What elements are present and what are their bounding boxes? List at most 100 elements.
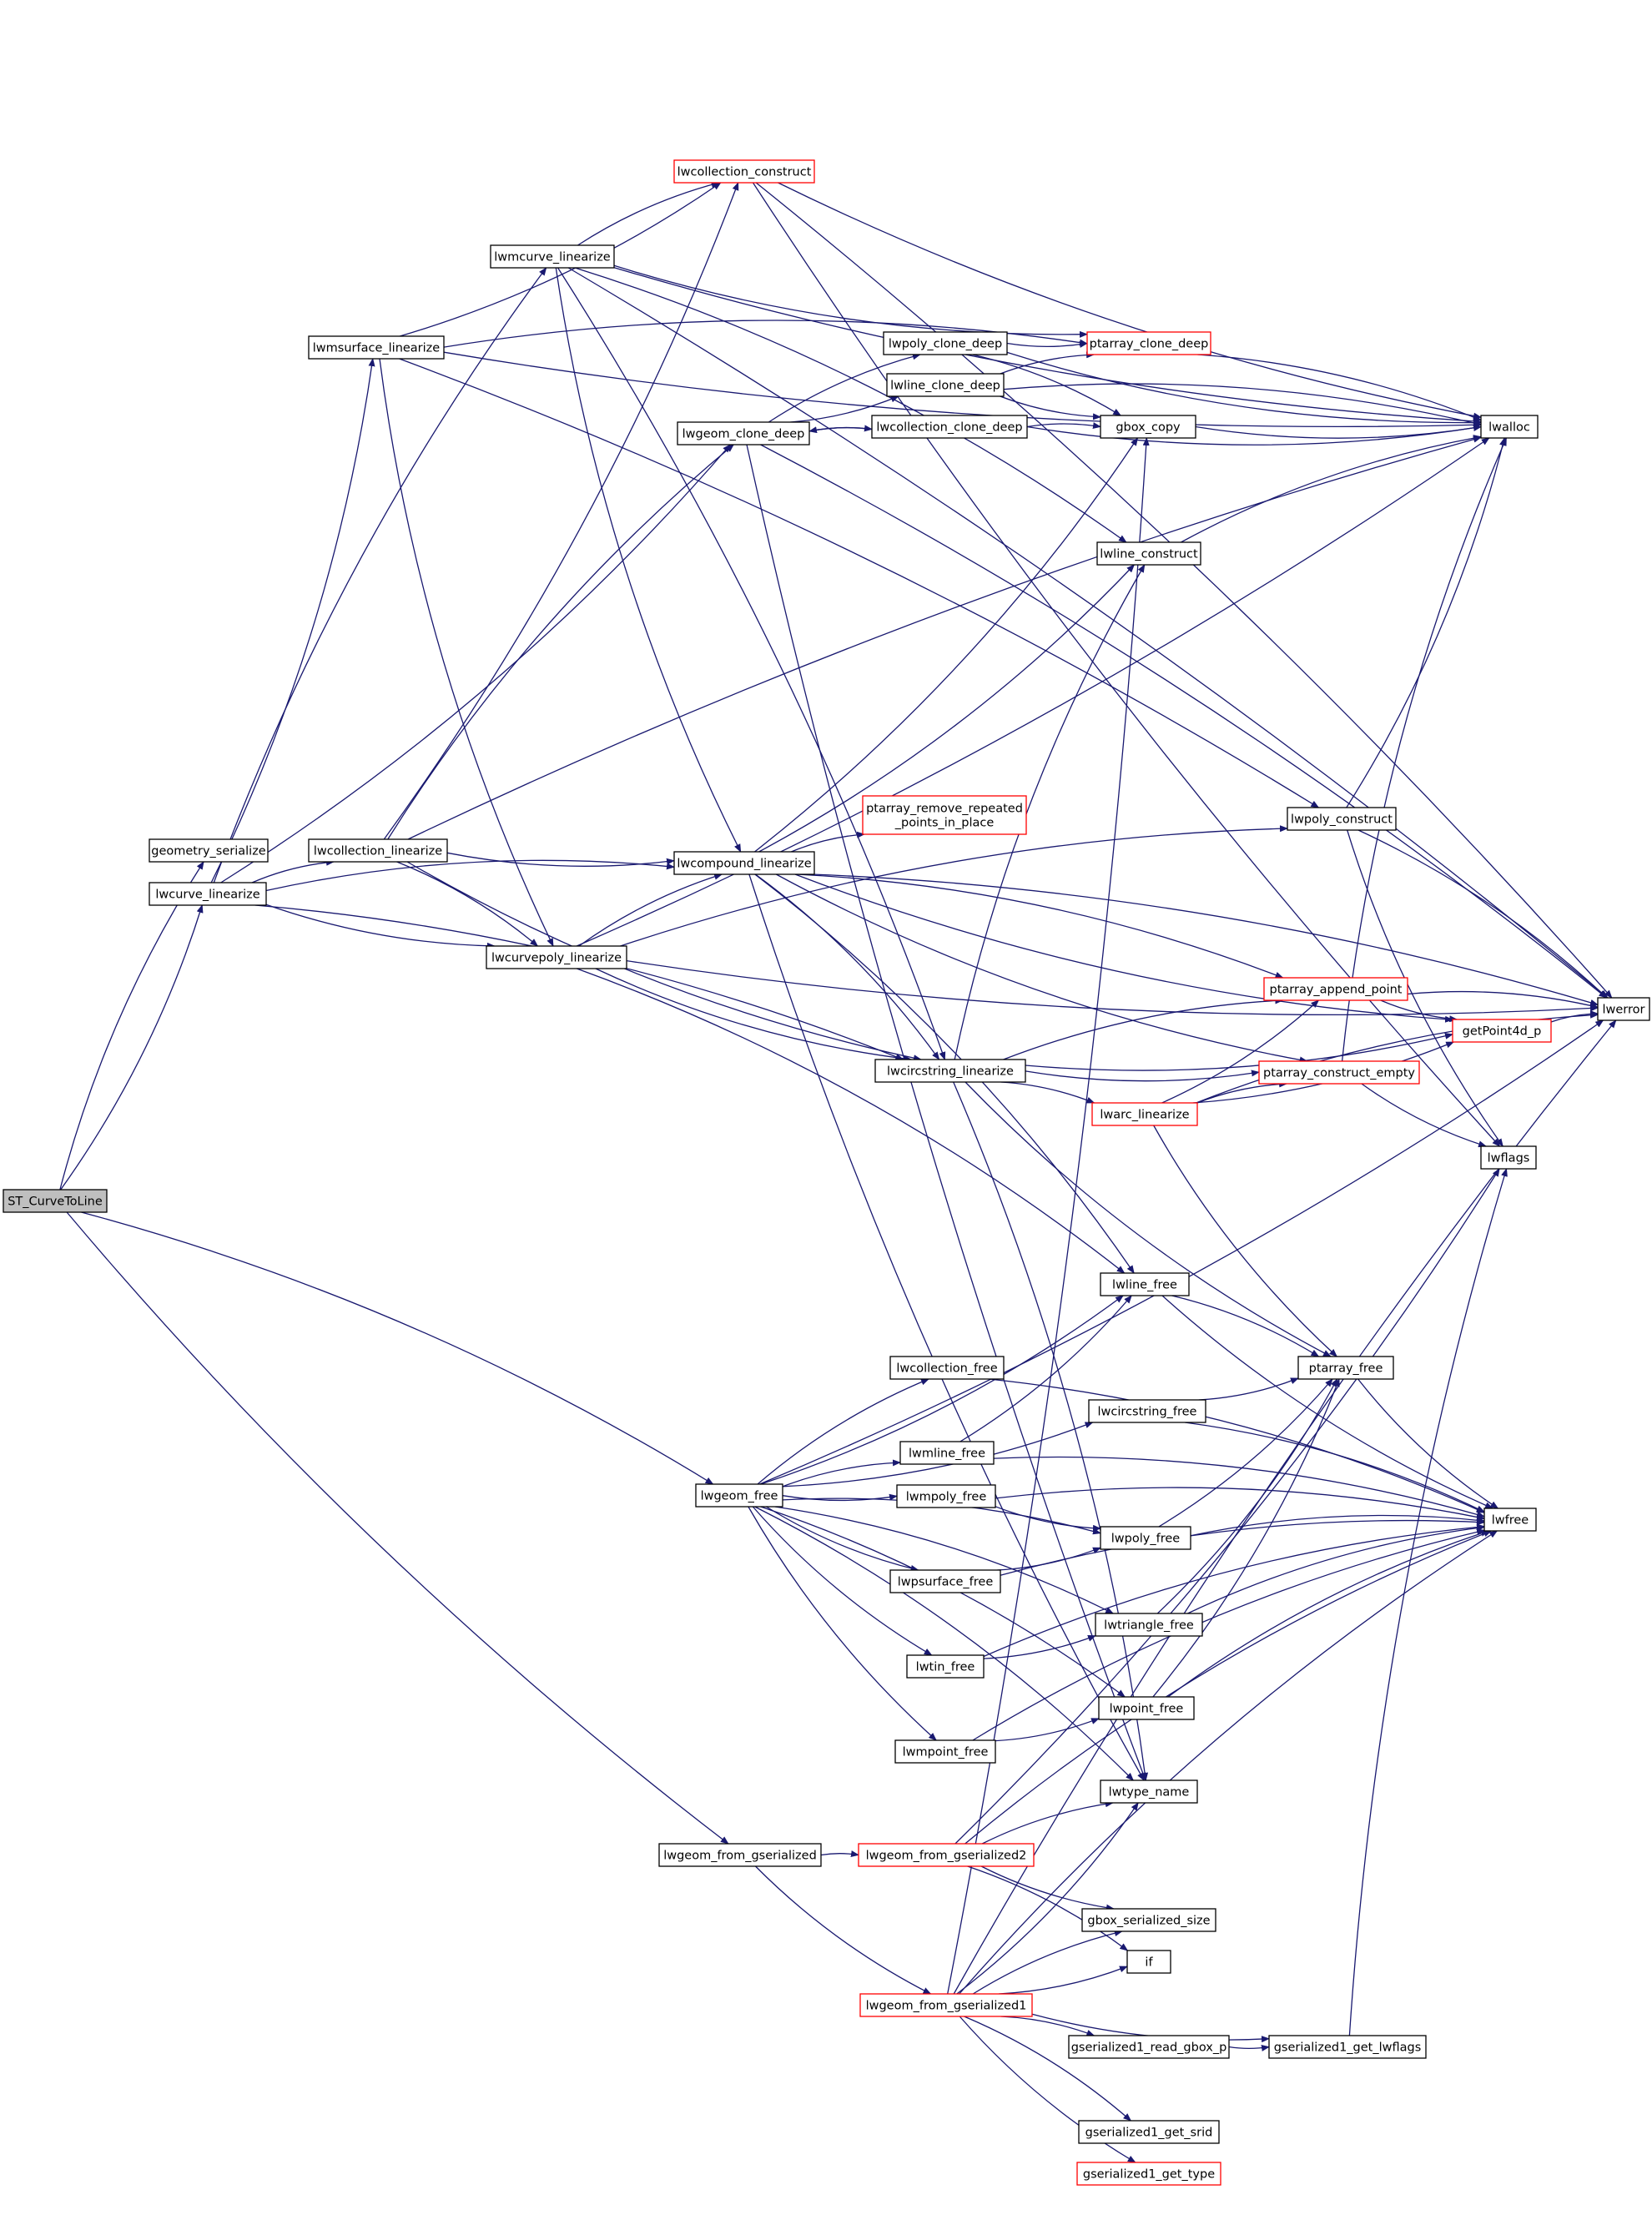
node-gbox_copy[interactable]: gbox_copy (1100, 415, 1196, 439)
node-lwgeom_from_gserialized2[interactable]: lwgeom_from_gserialized2 (858, 1843, 1035, 1867)
node-box[interactable] (871, 415, 1028, 439)
node-lwcollection_construct[interactable]: lwcollection_construct (673, 159, 815, 184)
node-box[interactable] (695, 1483, 783, 1508)
node-gserialized1_get_type[interactable]: gserialized1_get_type (1076, 2162, 1221, 2186)
node-box[interactable] (874, 1059, 1026, 1083)
node-box[interactable] (1452, 1019, 1552, 1043)
node-box[interactable] (1263, 977, 1408, 1001)
node-getPoint4d_p[interactable]: getPoint4d_p (1452, 1019, 1552, 1043)
node-lwtype_name[interactable]: lwtype_name (1100, 1779, 1198, 1804)
node-lwgeom_from_gserialized[interactable]: lwgeom_from_gserialized (658, 1843, 822, 1867)
node-box[interactable] (1081, 1908, 1216, 1932)
node-lwmpoly_free[interactable]: lwmpoly_free (896, 1484, 996, 1508)
node-box[interactable] (1480, 1145, 1537, 1170)
node-box[interactable] (1078, 2120, 1220, 2144)
node-box[interactable] (308, 335, 445, 360)
node-box[interactable] (1258, 1060, 1420, 1085)
node-gserialized1_get_lwflags[interactable]: gserialized1_get_lwflags (1268, 2035, 1427, 2059)
node-box[interactable] (1086, 331, 1211, 355)
node-box[interactable] (859, 1993, 1033, 2017)
node-box[interactable] (1096, 541, 1201, 566)
node-box[interactable] (1098, 1696, 1195, 1720)
node-box[interactable] (149, 838, 269, 863)
node-lwmsurface_linearize[interactable]: lwmsurface_linearize (308, 335, 445, 360)
node-box[interactable] (1076, 2162, 1221, 2186)
node-box[interactable] (1091, 1102, 1198, 1126)
node-box[interactable] (906, 1654, 985, 1679)
node-lwline_free[interactable]: lwline_free (1100, 1272, 1190, 1296)
node-lwfree[interactable]: lwfree (1483, 1508, 1537, 1532)
node-box[interactable] (486, 945, 627, 969)
node-lwpoint_free[interactable]: lwpoint_free (1098, 1696, 1195, 1720)
node-lwcurve_linearize[interactable]: lwcurve_linearize (149, 882, 267, 906)
node-box[interactable] (1100, 1526, 1191, 1550)
node-lwtriangle_free[interactable]: lwtriangle_free (1095, 1613, 1203, 1637)
node-box[interactable] (883, 331, 1008, 355)
node-lwerror[interactable]: lwerror (1597, 997, 1650, 1021)
node-box[interactable] (858, 1843, 1035, 1867)
node-box[interactable] (673, 159, 815, 184)
node-lwflags[interactable]: lwflags (1480, 1145, 1537, 1170)
node-ptarray_free[interactable]: ptarray_free (1297, 1356, 1394, 1380)
node-box[interactable] (1068, 2035, 1230, 2059)
node-box[interactable] (490, 244, 615, 269)
node-lwcurvepoly_linearize[interactable]: lwcurvepoly_linearize (486, 945, 627, 969)
node-lwarc_linearize[interactable]: lwarc_linearize (1091, 1102, 1198, 1126)
node-box[interactable] (899, 1441, 995, 1465)
node-box[interactable] (889, 1356, 1005, 1380)
node-box[interactable] (658, 1843, 822, 1867)
node-box[interactable] (1100, 415, 1196, 439)
node-box[interactable] (1297, 1356, 1394, 1380)
node-lwcollection_clone_deep[interactable]: lwcollection_clone_deep (871, 415, 1028, 439)
node-box[interactable] (862, 795, 1027, 835)
node-lwgeom_free[interactable]: lwgeom_free (695, 1483, 783, 1508)
node-lwline_clone_deep[interactable]: lwline_clone_deep (886, 373, 1005, 397)
node-if[interactable]: if (1126, 1950, 1171, 1974)
node-gserialized1_get_srid[interactable]: gserialized1_get_srid (1078, 2120, 1220, 2144)
node-box[interactable] (1597, 997, 1650, 1021)
node-box[interactable] (1095, 1613, 1203, 1637)
node-box[interactable] (1126, 1950, 1171, 1974)
node-box[interactable] (1088, 1399, 1206, 1423)
node-lwcollection_linearize[interactable]: lwcollection_linearize (308, 838, 448, 863)
node-ptarray_clone_deep[interactable]: ptarray_clone_deep (1086, 331, 1211, 355)
node-gbox_serialized_size[interactable]: gbox_serialized_size (1081, 1908, 1216, 1932)
node-lwcircstring_free[interactable]: lwcircstring_free (1088, 1399, 1206, 1423)
node-box[interactable] (1268, 2035, 1427, 2059)
node-lwalloc[interactable]: lwalloc (1480, 415, 1539, 439)
node-box[interactable] (1100, 1779, 1198, 1804)
node-box[interactable] (896, 1484, 996, 1508)
node-box[interactable] (1483, 1508, 1537, 1532)
node-box[interactable] (677, 421, 810, 445)
node-lwtin_free[interactable]: lwtin_free (906, 1654, 985, 1679)
node-lwpoly_clone_deep[interactable]: lwpoly_clone_deep (883, 331, 1008, 355)
node-box[interactable] (1480, 415, 1539, 439)
node-ptarray_remove_repeated[interactable]: ptarray_remove_repeated_points_in_place (862, 795, 1027, 835)
node-lwmpoint_free[interactable]: lwmpoint_free (894, 1739, 996, 1764)
node-box[interactable] (3, 1189, 108, 1213)
node-ptarray_append_point[interactable]: ptarray_append_point (1263, 977, 1408, 1001)
node-lwcircstring_linearize[interactable]: lwcircstring_linearize (874, 1059, 1026, 1083)
node-box[interactable] (1100, 1272, 1190, 1296)
node-lwmline_free[interactable]: lwmline_free (899, 1441, 995, 1465)
node-lwmcurve_linearize[interactable]: lwmcurve_linearize (490, 244, 615, 269)
node-lwpoly_construct[interactable]: lwpoly_construct (1287, 807, 1397, 831)
node-box[interactable] (673, 851, 815, 875)
node-lwpoly_free[interactable]: lwpoly_free (1100, 1526, 1191, 1550)
node-lwline_construct[interactable]: lwline_construct (1096, 541, 1201, 566)
node-box[interactable] (886, 373, 1005, 397)
node-geometry_serialize[interactable]: geometry_serialize (149, 838, 269, 863)
node-lwgeom_clone_deep[interactable]: lwgeom_clone_deep (677, 421, 810, 445)
node-box[interactable] (894, 1739, 996, 1764)
node-lwcollection_free[interactable]: lwcollection_free (889, 1356, 1005, 1380)
node-ST_CurveToLine[interactable]: ST_CurveToLine (3, 1189, 108, 1213)
node-gserialized1_read_gbox_p[interactable]: gserialized1_read_gbox_p (1068, 2035, 1230, 2059)
node-ptarray_construct_empty[interactable]: ptarray_construct_empty (1258, 1060, 1420, 1085)
node-box[interactable] (1287, 807, 1397, 831)
node-lwgeom_from_gserialized1[interactable]: lwgeom_from_gserialized1 (859, 1993, 1033, 2017)
node-lwcompound_linearize[interactable]: lwcompound_linearize (673, 851, 815, 875)
node-lwpsurface_free[interactable]: lwpsurface_free (889, 1569, 1001, 1593)
node-box[interactable] (308, 838, 448, 863)
node-box[interactable] (149, 882, 267, 906)
node-box[interactable] (889, 1569, 1001, 1593)
